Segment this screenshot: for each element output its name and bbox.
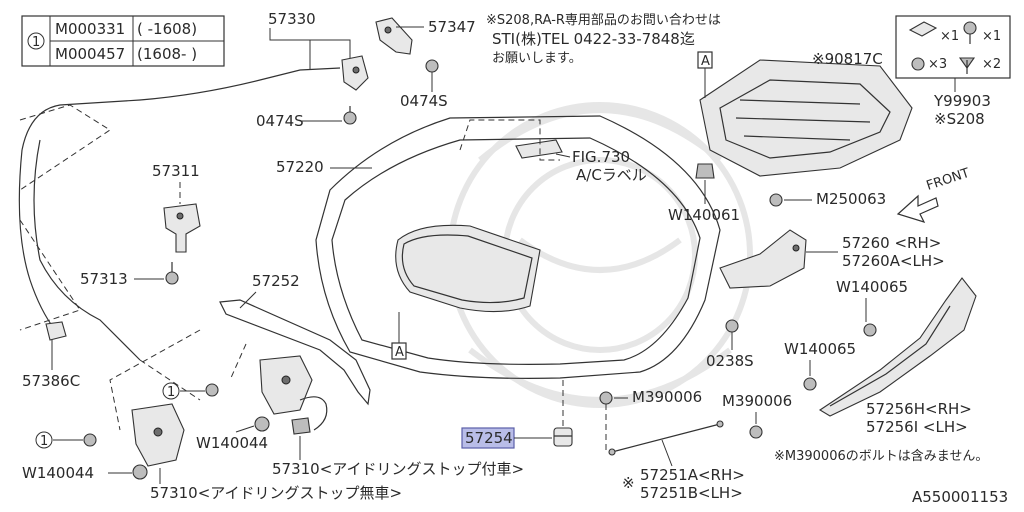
label-57251a: 57251A<RH> [640, 466, 745, 484]
table-row-2-range: (1608- ) [137, 45, 197, 63]
label-s208: ※S208 [934, 110, 985, 128]
clip-w140061 [695, 163, 715, 179]
label-57330: 57330 [268, 10, 316, 28]
label-m390006-a: M390006 [632, 388, 702, 406]
figure-id: A550001153 [912, 488, 1008, 506]
label-57251b: 57251B<LH> [640, 484, 743, 502]
label-57310-without-idle-stop: 57310<アイドリングストップ無車> [150, 484, 402, 502]
watermark-emblem [447, 102, 753, 408]
label-57313: 57313 [80, 270, 128, 288]
ref-mark-1a: 1 [167, 385, 175, 400]
label-57220: 57220 [276, 158, 324, 176]
label-fig730: FIG.730 [572, 148, 630, 166]
hood-lock-bracket [341, 17, 413, 91]
inquiry-line-1: ※S208,RA-R専用部品のお問い合わせは [486, 13, 721, 28]
cable-grommet [45, 321, 67, 341]
hood-release-cable [18, 67, 341, 361]
ref-mark-1b: 1 [40, 434, 48, 449]
hood-seal-strip [219, 299, 371, 406]
bolt-ref-1b [83, 433, 97, 447]
label-57256i: 57256I <LH> [866, 418, 968, 436]
inquiry-line-2: STI(株)TEL 0422-33-7848迄 [492, 30, 695, 48]
label-57347: 57347 [428, 18, 476, 36]
label-m390006-b: M390006 [722, 392, 792, 410]
callout-a-hood: A [395, 345, 404, 360]
label-57254: 57254 [465, 429, 513, 447]
bolt-57313 [165, 262, 179, 285]
label-w140044-a: W140044 [196, 434, 268, 452]
latch-bracket [163, 203, 201, 253]
label-ac-label: A/Cラベル [576, 166, 647, 184]
label-57260: 57260 <RH> [842, 234, 941, 252]
label-0474s-a: 0474S [256, 112, 304, 130]
hood-lock-assembly-a [259, 355, 328, 435]
applicability-table: 1 M000331 ( -1608) M000457 (1608- ) [21, 15, 225, 67]
kit-qty-nut: ×3 [928, 57, 947, 72]
table-row-1-part: M000331 [55, 20, 125, 38]
table-row-1-range: ( -1608) [137, 20, 197, 38]
bolt-ref-1a [205, 383, 219, 397]
inquiry-line-3: お願いします。 [492, 51, 582, 66]
hood-stay-57251 [608, 420, 724, 456]
label-0238s: 0238S [706, 352, 754, 370]
label-57252: 57252 [252, 272, 300, 290]
hood-lock-assembly-b [131, 403, 185, 467]
label-57311: 57311 [152, 162, 200, 180]
bolt-m250063 [769, 193, 783, 207]
label-front: FRONT [925, 166, 972, 194]
front-arrow-icon [896, 194, 939, 223]
callout-a-top: A [701, 54, 710, 69]
label-m250063: M250063 [816, 190, 886, 208]
hood-bumper-57254 [553, 427, 573, 447]
label-w140044-b: W140044 [22, 464, 94, 482]
bolt-m390006-a [599, 391, 613, 405]
label-57386c: 57386C [22, 372, 80, 390]
label-w140065-b: W140065 [784, 340, 856, 358]
kit-qty-clip: ×1 [940, 29, 959, 44]
label-w140065-a: W140065 [836, 278, 908, 296]
label-57310-with-idle-stop: 57310<アイドリングストップ付車> [272, 460, 524, 478]
bolt-m390006-b [749, 425, 763, 439]
label-90817c: ※90817C [812, 50, 883, 68]
hood-panel [315, 115, 721, 379]
clip-w140065-a [863, 323, 877, 337]
side-seal-57256 [818, 277, 977, 417]
label-0474s-b: 0474S [400, 92, 448, 110]
label-57260a: 57260A<LH> [842, 252, 945, 270]
kit-qty-screw: ×1 [982, 29, 1001, 44]
clip-w140065-b [803, 377, 817, 391]
label-y99903: Y99903 [933, 92, 991, 110]
bolt-0474s-b [425, 59, 439, 73]
clip-w140044-b [132, 464, 148, 480]
table-ref-mark: 1 [32, 35, 40, 50]
table-row-2-part: M000457 [55, 45, 125, 63]
kit-box: ×1 ×1 ×3 ×2 [895, 15, 1011, 79]
side-bracket-57260 [719, 229, 807, 289]
clip-w140044-a [254, 416, 270, 432]
under-cover-panel [699, 59, 913, 177]
inquiry-note: ※S208,RA-R専用部品のお問い合わせは STI(株)TEL 0422-33… [486, 13, 721, 66]
bolt-0474s-a [343, 106, 357, 125]
bolt-exclusion-note: ※M390006のボルトは含みません。 [774, 448, 988, 464]
label-w140061: W140061 [668, 206, 740, 224]
label-57256h: 57256H<RH> [866, 400, 972, 418]
kit-qty-bolt: ×2 [982, 57, 1001, 72]
label-asterisk: ※ [622, 474, 635, 492]
clip-0238s [725, 319, 739, 333]
